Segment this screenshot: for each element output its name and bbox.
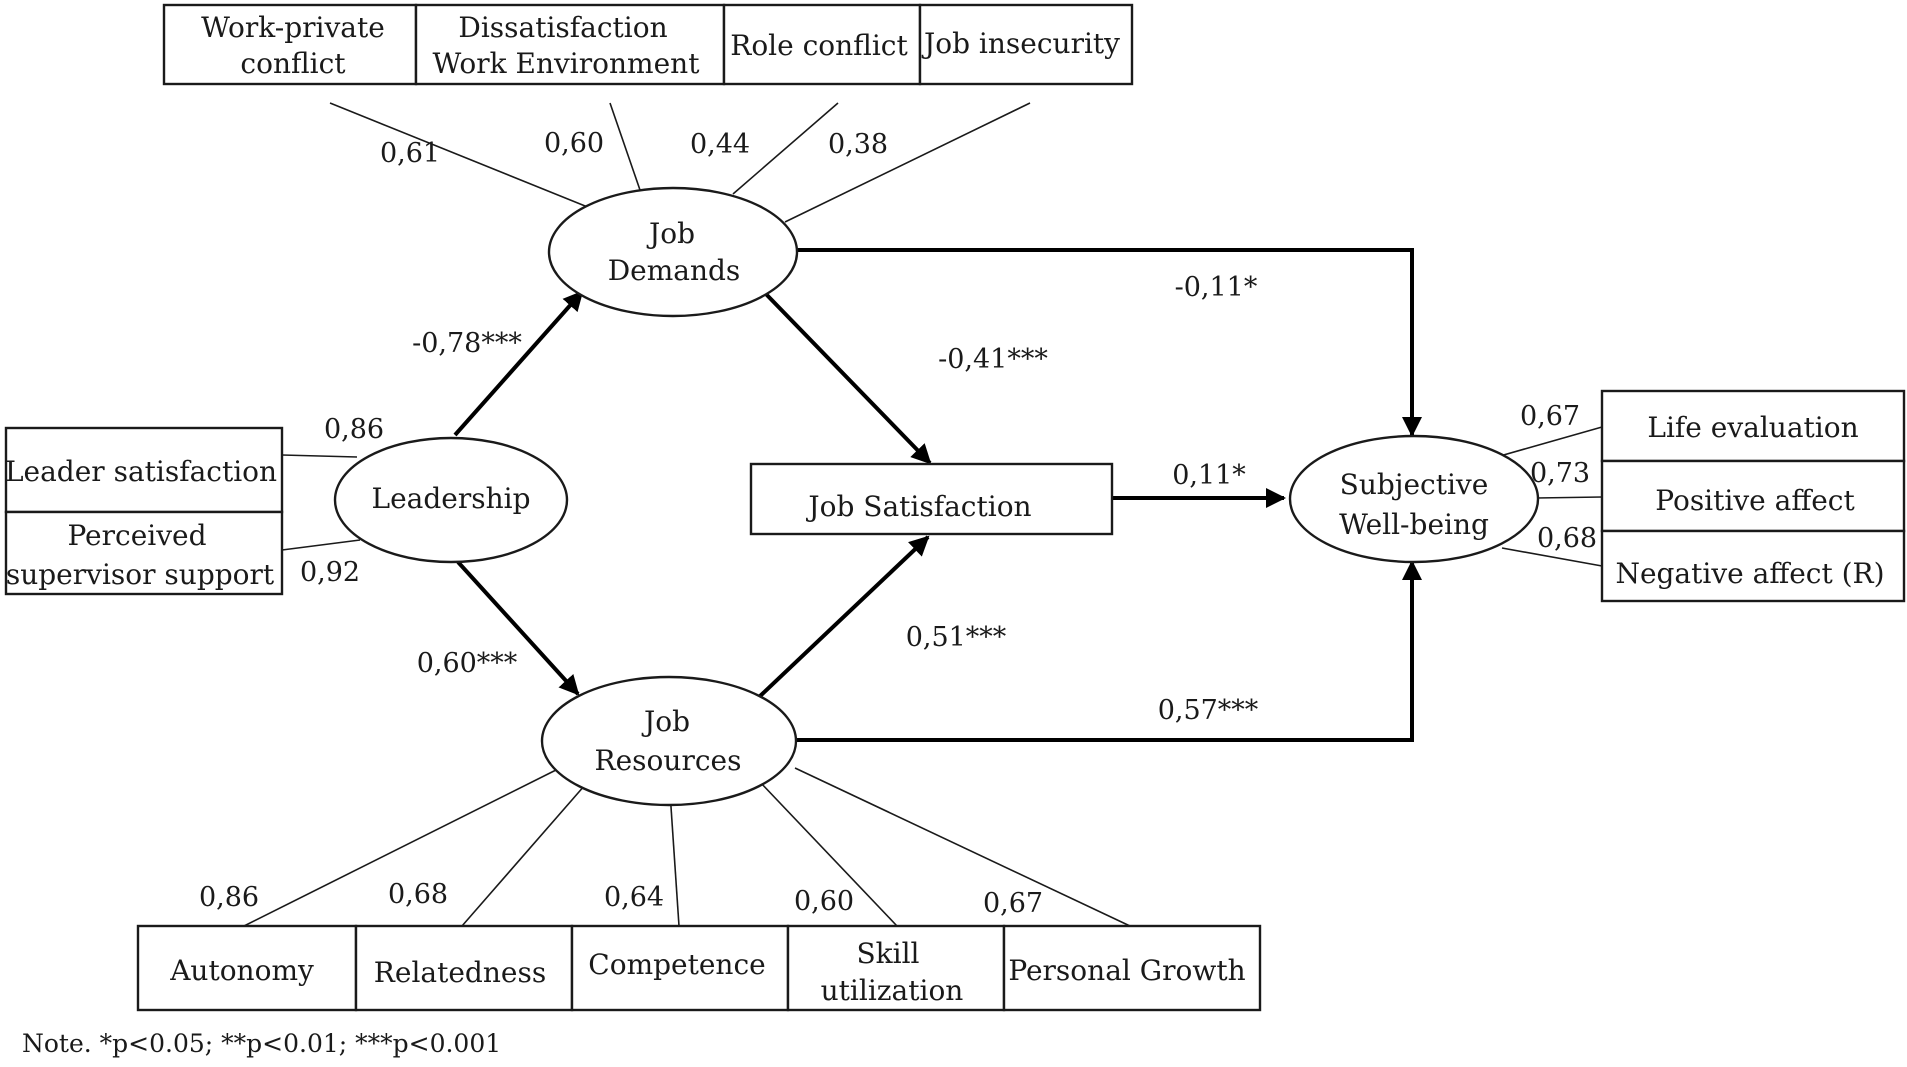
loading-coefficients: 0,61 0,60 0,44 0,38 0,86 0,92 0,86 0,68 … [199, 128, 1597, 919]
observed-label-job-satisfaction: Job Satisfaction [805, 490, 1031, 523]
latent-subjective-wellbeing [1288, 434, 1540, 564]
indicator-box-competence [570, 924, 790, 1012]
indicator-label-role-conflict: Role conflict [730, 29, 908, 62]
arrow-resources-to-wellbeing [796, 560, 1422, 742]
loading-line-leader-satisfaction [281, 454, 358, 458]
indicator-box-positive-affect [1600, 459, 1906, 533]
loading-line-personal-growth [794, 767, 1131, 927]
coef-satisfaction-to-wellbeing: 0,11* [1172, 460, 1246, 491]
latent-label-leadership: Leadership [371, 482, 530, 515]
loading-line-supervisor-support [281, 539, 361, 551]
indicator-label-job-insecurity: Job insecurity [921, 27, 1120, 60]
indicator-label-personal-growth: Personal Growth [1008, 954, 1245, 987]
latent-job-resources [540, 675, 798, 807]
loading-life-evaluation: 0,67 [1520, 401, 1580, 432]
indicator-label-positive-affect: Positive affect [1655, 484, 1855, 517]
indicator-box-autonomy [136, 924, 358, 1012]
arrow-resources-to-satisfaction [756, 535, 930, 700]
indicator-box-personal-growth [1002, 924, 1262, 1012]
indicator-box-relatedness [354, 924, 574, 1012]
loading-dissatisfaction: 0,60 [544, 128, 604, 159]
arrow-leadership-to-demands [453, 290, 584, 437]
loading-autonomy: 0,86 [199, 882, 259, 913]
loading-line-relatedness [461, 784, 586, 927]
loading-supervisor-support: 0,92 [300, 557, 360, 588]
loading-line-work-private [329, 102, 601, 213]
loading-positive-affect: 0,73 [1530, 458, 1590, 489]
loading-relatedness: 0,68 [388, 879, 448, 910]
arrow-demands-to-satisfaction [762, 290, 932, 465]
loading-line-role-conflict [732, 102, 839, 195]
indicator-box-life-evaluation [1600, 389, 1906, 463]
path-coefficients: -0,78*** 0,60*** -0,41*** 0,51*** -0,11*… [412, 272, 1259, 726]
indicator-box-negative-affect [1600, 529, 1906, 603]
indicator-label-autonomy: Autonomy [169, 954, 314, 987]
coef-leadership-to-demands: -0,78*** [412, 328, 522, 359]
loading-line-positive-affect [1535, 496, 1603, 499]
coef-demands-to-wellbeing: -0,11* [1175, 272, 1258, 303]
observed-box-job-satisfaction [749, 462, 1114, 536]
arrow-demands-to-wellbeing [797, 248, 1422, 437]
loading-leader-satisfaction: 0,86 [324, 414, 384, 445]
indicator-box-skill-utilization [786, 924, 1006, 1012]
loading-job-insecurity: 0,38 [828, 129, 888, 160]
coef-resources-to-wellbeing: 0,57*** [1158, 695, 1259, 726]
loading-line-dissatisfaction [609, 102, 641, 191]
loading-lines [243, 102, 1603, 927]
loading-competence: 0,64 [604, 882, 664, 913]
loading-skill-utilization: 0,60 [794, 886, 854, 917]
loading-line-negative-affect [1501, 547, 1603, 567]
indicator-label-relatedness: Relatedness [374, 956, 546, 989]
indicator-box-supervisor-support [4, 510, 284, 596]
loading-line-skill-utilization [759, 781, 898, 927]
loading-role-conflict: 0,44 [690, 129, 750, 160]
indicator-box-job-insecurity [918, 3, 1134, 86]
indicator-box-role-conflict [722, 3, 922, 86]
loading-line-job-insecurity [784, 102, 1031, 223]
arrow-leadership-to-resources [456, 560, 580, 696]
indicator-box-leader-satisfaction [4, 426, 284, 514]
loading-personal-growth: 0,67 [983, 888, 1043, 919]
latent-job-demands [547, 186, 799, 318]
indicator-label-life-evaluation: Life evaluation [1647, 411, 1858, 444]
loading-work-private-conflict: 0,61 [380, 138, 440, 169]
indicator-label-leader-satisfaction: Leader satisfaction [5, 455, 277, 488]
indicator-label-negative-affect: Negative affect (R) [1615, 557, 1884, 590]
loading-negative-affect: 0,68 [1537, 523, 1597, 554]
loading-line-autonomy [243, 767, 561, 927]
coef-resources-to-satisfaction: 0,51*** [906, 622, 1007, 653]
coef-demands-to-satisfaction: -0,41*** [938, 344, 1048, 375]
significance-note: Note. *p<0.05; **p<0.01; ***p<0.001 [22, 1029, 501, 1058]
loading-line-competence [669, 791, 680, 927]
loading-line-life-evaluation [1499, 426, 1603, 457]
latent-leadership [333, 436, 569, 564]
wellbeing-indicators: Life evaluation Positive affect Negative… [1600, 389, 1906, 603]
coef-leadership-to-resources: 0,60*** [417, 648, 518, 679]
indicator-label-competence: Competence [588, 948, 765, 981]
path-arrows [453, 248, 1422, 742]
